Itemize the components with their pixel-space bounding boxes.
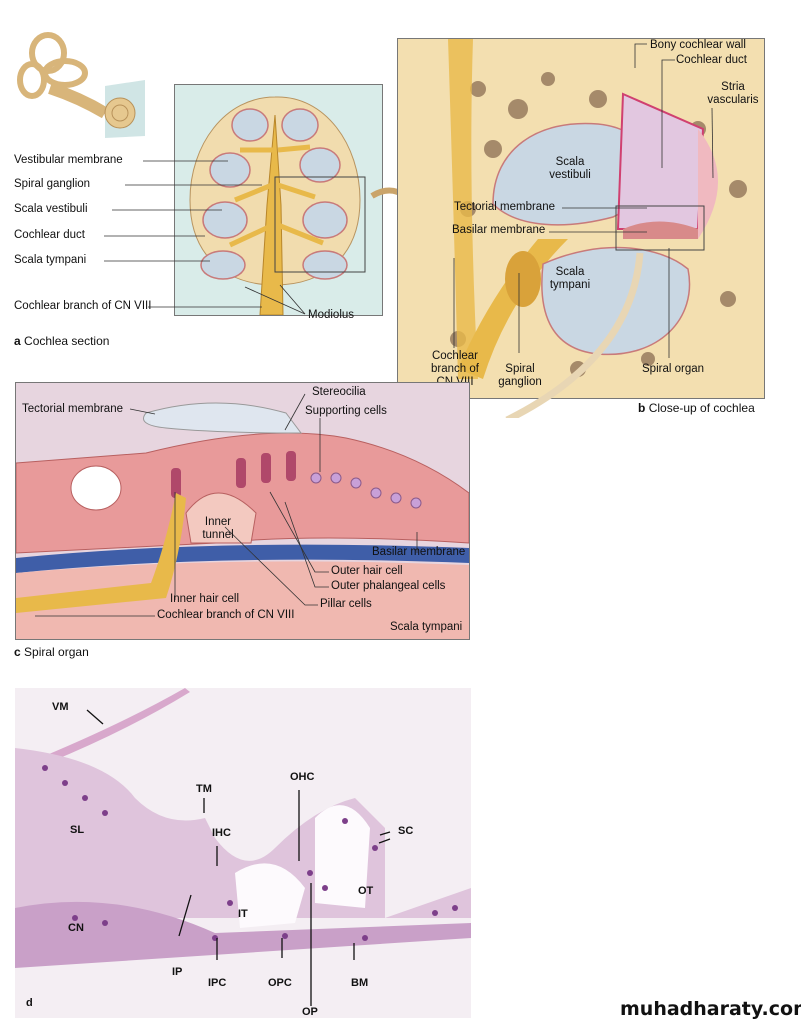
label-ot: OT <box>358 885 374 897</box>
label-stereocilia: Stereocilia <box>312 386 366 398</box>
label-cochlear-duct-b: Cochlear duct <box>676 54 747 66</box>
label-sc: SC <box>398 825 414 837</box>
leader-lines-b <box>453 43 714 418</box>
cochlea-section-illustration <box>174 84 383 316</box>
caption-b: b Close-up of cochlea <box>638 401 755 415</box>
inner-ear-thumbnail <box>10 28 150 138</box>
label-supporting-cells: Supporting cells <box>305 405 387 417</box>
label-ipc: IPC <box>208 977 227 989</box>
caption-d: d <box>26 997 33 1009</box>
label-scala-tympani: Scala tympani <box>14 254 87 266</box>
label-tectorial-membrane-c: Tectorial membrane <box>22 403 123 415</box>
label-inner-hair-cell: Inner hair cell <box>170 593 240 605</box>
label-basilar-membrane-c: Basilar membrane <box>372 546 466 558</box>
label-scala-vestibuli: Scala vestibuli <box>14 203 88 215</box>
label-ihc: IHC <box>212 827 231 839</box>
label-outer-hair-cell: Outer hair cell <box>331 565 403 577</box>
label-cochlear-duct: Cochlear duct <box>14 229 85 241</box>
leader-lines-c <box>35 393 418 617</box>
label-basilar-membrane-b: Basilar membrane <box>452 224 546 236</box>
label-bm: BM <box>351 977 369 989</box>
label-op: OP <box>302 1006 318 1018</box>
label-pillar-cells: Pillar cells <box>320 598 372 610</box>
label-cochlear-branch: Cochlear branch of CN VIII <box>14 300 152 312</box>
caption-a: a Cochlea section <box>14 334 110 348</box>
label-scala-tympani-c: Scala tympani <box>390 621 463 633</box>
label-spiral-ganglion: Spiral ganglion <box>14 178 91 190</box>
label-ohc: OHC <box>290 771 315 783</box>
label-modiolus: Modiolus <box>308 309 355 321</box>
histology-micrograph <box>15 688 471 1018</box>
label-vestibular-membrane: Vestibular membrane <box>14 154 123 166</box>
label-ip: IP <box>172 966 183 978</box>
label-tm: TM <box>196 783 212 795</box>
label-cn: CN <box>68 922 84 934</box>
leader-lines-a-b <box>104 160 407 315</box>
label-tectorial-membrane-b: Tectorial membrane <box>454 201 555 213</box>
caption-c: c Spiral organ <box>14 645 89 659</box>
label-bony-cochlear-wall: Bony cochlear wall <box>650 39 746 51</box>
label-opc: OPC <box>268 977 292 989</box>
label-outer-phalangeal-cells: Outer phalangeal cells <box>331 580 446 592</box>
label-it: IT <box>238 908 248 920</box>
label-vm: VM <box>52 701 69 713</box>
label-spiral-organ: Spiral organ <box>642 363 705 375</box>
cochlea-closeup-illustration <box>397 38 765 399</box>
spiral-organ-illustration <box>15 382 470 640</box>
label-cochlear-branch-c: Cochlear branch of CN VIII <box>157 609 295 621</box>
watermark: muhadharaty.com <box>620 998 801 1020</box>
label-sl: SL <box>70 824 85 836</box>
